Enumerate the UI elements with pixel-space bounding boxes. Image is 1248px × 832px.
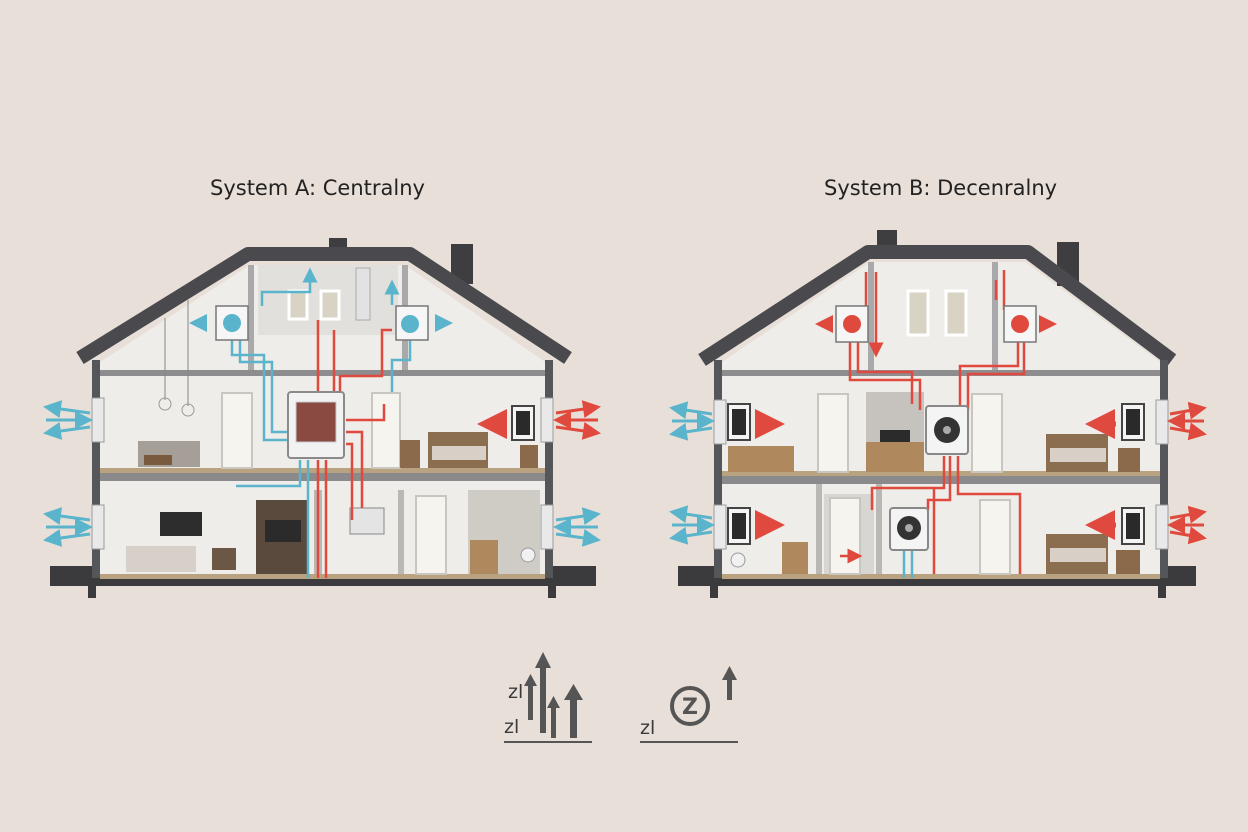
door [371, 392, 401, 469]
door [971, 393, 1003, 473]
cost-icon-system-b: zl Z [640, 666, 738, 743]
attic-unit-left [215, 305, 249, 341]
attic-unit-right [395, 305, 429, 341]
door [979, 499, 1011, 575]
house-a-outside-airflow [43, 314, 601, 547]
chimney [451, 244, 473, 284]
exhaust-duct [355, 267, 371, 321]
tv [160, 512, 202, 536]
door [415, 495, 447, 575]
door [817, 393, 849, 473]
decentral-unit [727, 507, 751, 545]
arrow-up-icon [722, 666, 737, 700]
decentral-unit [727, 403, 751, 441]
door [221, 392, 253, 469]
house-a [43, 238, 601, 598]
decentral-unit [1121, 507, 1145, 545]
system-b-title: System B: Decenralny [824, 176, 1058, 200]
attic-unit-right [1003, 305, 1037, 343]
boiler-unit [349, 507, 385, 535]
decentral-unit [1121, 403, 1145, 441]
coin-icon [670, 686, 710, 726]
door [829, 497, 861, 575]
house-b-roof [698, 245, 1177, 366]
house-b [669, 230, 1207, 598]
currency-label: zl [504, 716, 519, 738]
fan-unit-lower [889, 507, 929, 551]
currency-label: zl [640, 717, 655, 739]
house-b-outside-airflow [669, 315, 1207, 545]
sofa [126, 546, 196, 572]
currency-label: zl [508, 681, 523, 703]
attic-unit-left [835, 305, 869, 343]
fan-unit-upper [925, 405, 969, 455]
house-a-roof [76, 247, 572, 364]
cost-icon-system-a: zl zl [504, 652, 592, 743]
system-a-title: System A: Centralny [210, 176, 425, 200]
coin-label: Z [682, 695, 698, 720]
